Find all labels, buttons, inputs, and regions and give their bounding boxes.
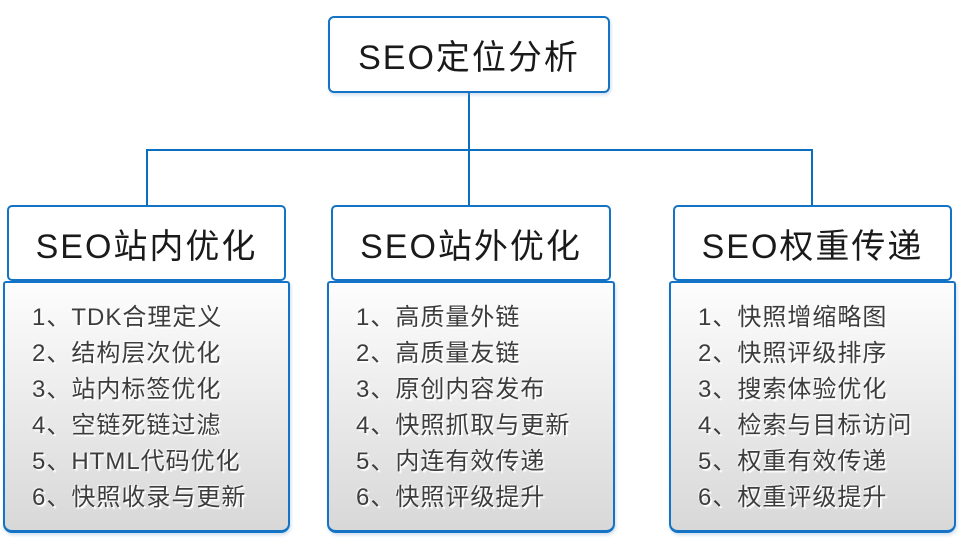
list-item: 4、空链死链过滤 xyxy=(32,412,222,439)
branch-panel: 1、高质量外链 2、高质量友链 3、原创内容发布 4、快照抓取与更新 5、内连有… xyxy=(327,281,615,533)
list-item: 3、原创内容发布 xyxy=(356,376,546,403)
branch-title: SEO站外优化 xyxy=(360,227,582,266)
list-item: 2、高质量友链 xyxy=(356,340,521,367)
list-item: 2、快照评级排序 xyxy=(698,340,888,367)
branch-title: SEO站内优化 xyxy=(35,227,258,266)
branch-header: SEO站内优化 xyxy=(7,205,286,281)
list-item: 5、HTML代码优化 xyxy=(32,448,241,475)
list-item: 6、权重评级提升 xyxy=(698,484,888,511)
root-node-label: SEO定位分析 xyxy=(358,39,580,77)
branch-header: SEO站外优化 xyxy=(331,205,611,281)
branch-panel: 1、快照增缩略图 2、快照评级排序 3、搜索体验优化 4、检索与目标访问 5、权… xyxy=(669,281,956,533)
list-item: 2、结构层次优化 xyxy=(32,340,222,367)
root-node: SEO定位分析 xyxy=(328,16,610,93)
list-item: 5、内连有效传递 xyxy=(356,448,546,475)
branch-title: SEO权重传递 xyxy=(701,227,924,266)
list-item: 3、搜索体验优化 xyxy=(698,376,888,403)
list-item: 6、快照评级提升 xyxy=(356,484,546,511)
list-item: 1、高质量外链 xyxy=(356,304,521,331)
list-item: 5、权重有效传递 xyxy=(698,448,888,475)
list-item: 1、TDK合理定义 xyxy=(32,304,223,331)
list-item: 4、检索与目标访问 xyxy=(698,412,913,439)
list-item: 4、快照抓取与更新 xyxy=(356,412,571,439)
branch-panel: 1、TDK合理定义 2、结构层次优化 3、站内标签优化 4、空链死链过滤 5、H… xyxy=(3,281,290,533)
branch-header: SEO权重传递 xyxy=(673,205,952,281)
list-item: 3、站内标签优化 xyxy=(32,376,222,403)
list-item: 6、快照收录与更新 xyxy=(32,484,247,511)
list-item: 1、快照增缩略图 xyxy=(698,304,888,331)
